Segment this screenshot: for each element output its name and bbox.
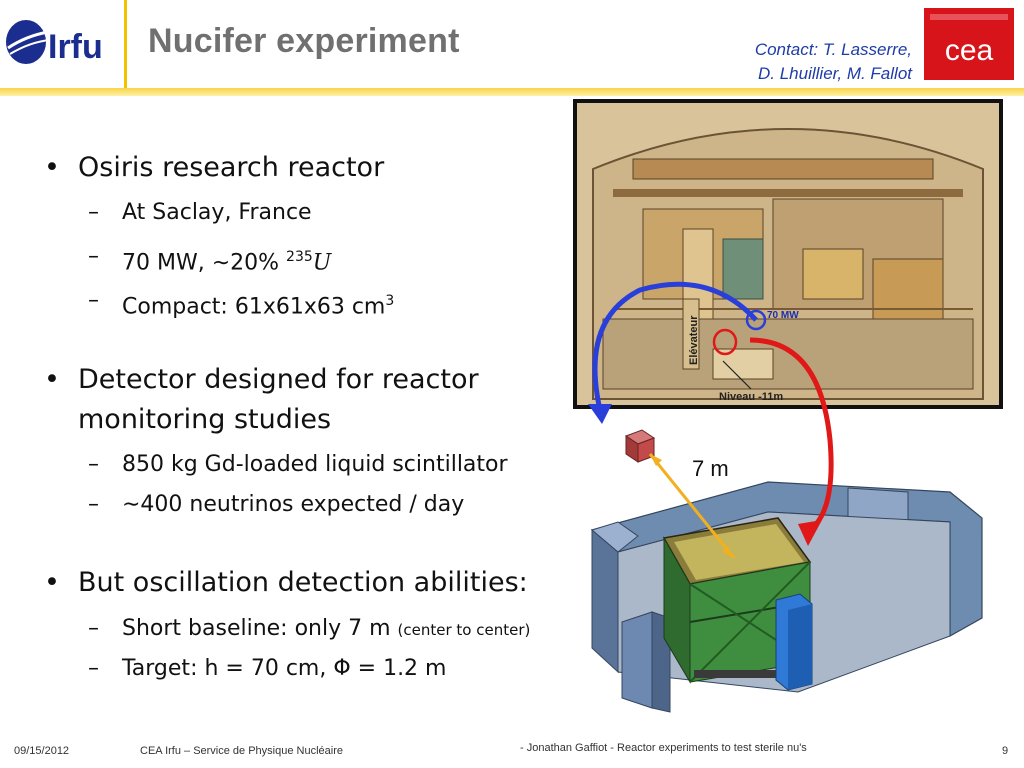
- isotope-mass-number: 235: [286, 249, 313, 265]
- footer-page-number: 9: [1002, 745, 1009, 757]
- reactor-cutaway-image: Elévateur 70 MW Niveau -11m: [573, 99, 1003, 409]
- elevator-label: Elévateur: [688, 315, 700, 365]
- subitem-scintillator-text: 850 kg Gd-loaded liquid scintillator: [122, 452, 508, 477]
- contact-info: Contact: T. Lasserre, D. Lhuillier, M. F…: [690, 38, 912, 86]
- subitem-rate-text: ∼400 neutrinos expected / day: [122, 492, 465, 517]
- isotope-symbol: U: [312, 250, 332, 276]
- subitem-location: – At Saclay, France: [88, 200, 312, 225]
- bullet-detector-line-2: monitoring studies: [78, 404, 332, 435]
- bullet-reactor: • Osiris research reactor: [44, 148, 385, 188]
- bullet-dot: •: [44, 152, 60, 183]
- subitem-size-text: Compact: 61x61x63 cm: [122, 294, 386, 320]
- bullet-oscillation-text: But oscillation detection abilities:: [78, 567, 528, 598]
- contact-line-2: D. Lhuillier, M. Fallot: [758, 64, 912, 83]
- subitem-baseline-note: (center to center): [397, 621, 531, 639]
- irfu-logo: Irfu: [6, 20, 103, 66]
- footer-date: 09/15/2012: [14, 745, 70, 757]
- subitem-size: – Compact: 61x61x63 cm3: [88, 288, 395, 320]
- footer-talk: - Jonathan Gaffiot - Reactor experiments…: [520, 742, 807, 754]
- subitem-scintillator: – 850 kg Gd-loaded liquid scintillator: [88, 452, 508, 477]
- subitem-power: – 70 MW, ∼20% 235U: [88, 244, 332, 276]
- distance-label: 7 m: [692, 456, 729, 481]
- footer-org: CEA Irfu – Service de Physique Nucléaire: [140, 745, 343, 757]
- subitem-baseline: – Short baseline: only 7 m (center to ce…: [88, 616, 531, 641]
- transport-arrows: [588, 281, 834, 546]
- subitem-rate: – ∼400 neutrinos expected / day: [88, 492, 465, 517]
- irfu-logo-text: Irfu: [48, 28, 103, 66]
- bullet-detector-line-1: Detector designed for reactor: [78, 364, 479, 395]
- bullet-detector: • Detector designed for reactor monitori…: [44, 364, 479, 435]
- header-separator: [124, 0, 127, 88]
- subitem-size-exponent: 3: [385, 293, 395, 309]
- header-bar: [0, 88, 1024, 96]
- detector-bunker-image: [590, 429, 983, 713]
- subitem-target-text: Target: h = 70 cm, Φ = 1.2 m: [122, 656, 447, 681]
- power-label: 70 MW: [767, 310, 799, 321]
- subitem-power-text: 70 MW, ∼20%: [122, 250, 287, 276]
- level-label: Niveau -11m: [719, 391, 783, 403]
- cea-logo: cea: [924, 8, 1014, 80]
- bullet-reactor-text: Osiris research reactor: [78, 152, 385, 183]
- page-title: Nucifer experiment: [148, 22, 460, 60]
- subitem-target: – Target: h = 70 cm, Φ = 1.2 m: [88, 656, 447, 681]
- subitem-location-text: At Saclay, France: [122, 200, 312, 225]
- cea-logo-text: cea: [945, 34, 994, 67]
- bullet-oscillation: • But oscillation detection abilities:: [44, 567, 528, 598]
- contact-line-1: Contact: T. Lasserre,: [754, 40, 912, 59]
- subitem-baseline-text: Short baseline: only 7 m: [122, 616, 398, 641]
